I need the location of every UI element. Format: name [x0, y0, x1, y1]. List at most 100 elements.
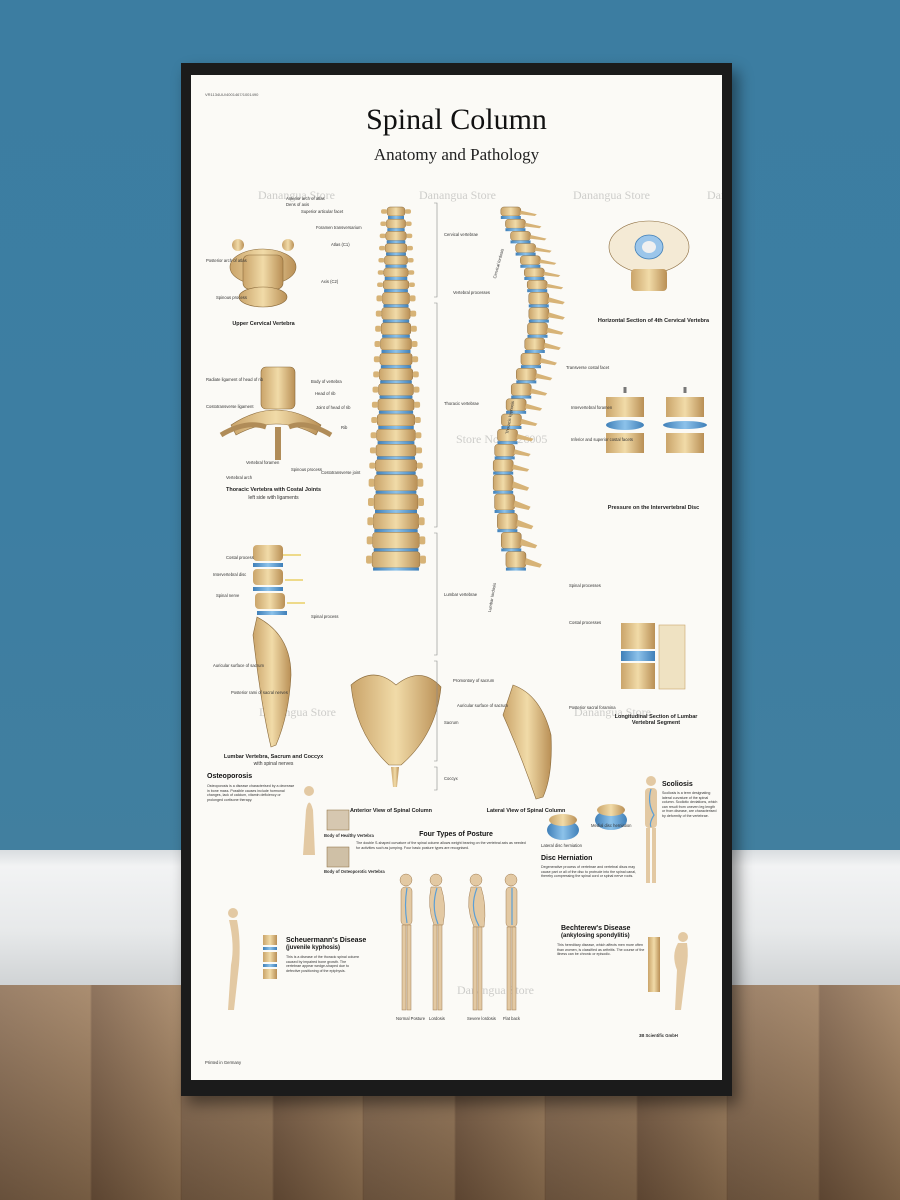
anatomy-label: Superior articular facet: [301, 209, 344, 214]
vertebra-shape: [375, 459, 417, 472]
spinous-process-shape: [530, 388, 548, 396]
bechterew-subtitle: (ankylosing spondylitis): [561, 933, 630, 939]
transverse-process-shape: [409, 295, 416, 302]
anatomy-label: Joint of head of rib: [316, 405, 351, 410]
region-brackets: [434, 202, 438, 791]
poster-subtitle: Anatomy and Pathology: [373, 145, 540, 164]
lateral-disc-shape: [528, 304, 549, 308]
publisher: 3B Scientific GmbH: [639, 1033, 678, 1038]
vertebra-shape: [371, 551, 421, 568]
lateral-vertebra-shape: [494, 493, 515, 511]
scoliosis-text: Scoliosis is a term designating lateral …: [662, 791, 718, 818]
osteoporosis-illustration: [303, 786, 350, 868]
vertebra-shape: [385, 231, 407, 241]
transverse-process-shape: [370, 432, 377, 439]
transverse-process-shape: [416, 462, 423, 469]
herniation-label: Lateral disc herniation: [541, 843, 582, 848]
lateral-vertebra-shape: [500, 532, 522, 549]
lateral-disc-shape: [527, 289, 548, 293]
transverse-process-shape: [415, 432, 422, 439]
transverse-process-shape: [368, 498, 374, 506]
lateral-vertebra-shape: [494, 444, 515, 457]
scheuermann-text: This is a disease of the thoracic spinal…: [286, 955, 360, 973]
transverse-process-shape: [410, 310, 417, 317]
vertebra-shape: [378, 383, 414, 396]
lateral-spinal-column: [492, 206, 565, 800]
anatomy-label: Posterior arch of atlas: [206, 258, 247, 263]
lateral-disc-shape: [511, 395, 532, 399]
transverse-process-shape: [376, 295, 383, 302]
watermark: Danangua Store: [574, 705, 651, 719]
transverse-process-shape: [368, 478, 375, 487]
lateral-vertebra-shape: [520, 352, 542, 366]
transverse-process-shape: [377, 282, 384, 287]
caption-lateral-view: Lateral View of Spinal Column: [486, 808, 566, 814]
posture-type-label: Flat back: [503, 1016, 520, 1021]
transverse-process-shape: [378, 258, 385, 263]
lateral-vertebra-shape: [505, 551, 527, 568]
anatomy-label: Foramen transversarium: [316, 225, 362, 230]
anatomy-label: Spinal process: [311, 614, 339, 619]
lateral-vertebra-shape: [516, 368, 537, 381]
transverse-process-shape: [408, 270, 415, 275]
intervertebral-disc-shape: [381, 350, 411, 353]
transverse-process-shape: [414, 401, 421, 408]
watermark: Danangua Store: [573, 188, 650, 202]
intervertebral-disc-shape: [376, 471, 416, 475]
vertebra-shape: [372, 532, 420, 549]
spinous-process-shape: [516, 519, 534, 530]
transverse-process-shape: [380, 221, 387, 226]
poster-code: VR1134UU/4001467/1001490: [205, 92, 259, 97]
anatomy-label: Radiate ligament of head of rib: [206, 377, 264, 382]
anatomy-label: Spinal nerve: [216, 593, 240, 598]
watermark: Danangua Store: [419, 188, 496, 202]
intervertebral-disc-shape: [386, 252, 406, 256]
anatomy-label: Dens of axis: [286, 202, 310, 207]
transverse-process-shape: [414, 417, 421, 423]
transverse-process-shape: [413, 386, 420, 393]
intervertebral-disc-shape: [374, 529, 418, 533]
transverse-process-shape: [405, 221, 412, 226]
anatomy-label: Anterior arch of atlas: [286, 196, 325, 201]
spinous-process-shape: [535, 373, 553, 381]
anatomy-label: Spinous process: [216, 295, 247, 300]
vertebra-shape: [375, 444, 417, 457]
lateral-vertebra-shape: [500, 206, 522, 217]
transverse-process-shape: [366, 536, 373, 545]
lateral-disc-shape: [516, 380, 537, 384]
anatomy-label: Costotransverse ligament: [206, 404, 254, 409]
caption-thoracic: Thoracic Vertebra with Costal Joints: [225, 487, 322, 493]
anatomy-label: Inferior and superior costal facets: [571, 437, 633, 442]
anatomy-label: Spinal processes: [569, 583, 601, 588]
anatomy-label: Atlas (C1): [331, 242, 350, 247]
scheuermann-title: Scheuermann's Disease: [286, 937, 367, 944]
intervertebral-disc-shape: [375, 490, 417, 494]
spinous-process-shape: [543, 342, 561, 350]
watermark: Danangua Store: [707, 188, 722, 202]
intervertebral-disc-shape: [378, 410, 414, 414]
anatomy-label: Axis (C2): [321, 279, 339, 284]
lateral-disc-shape: [500, 216, 521, 219]
lateral-disc-shape: [497, 529, 518, 533]
vertebra-shape: [377, 413, 415, 427]
osteoporosis-label: Body of Osteoporotic Vertebra: [324, 869, 385, 874]
lateral-disc-shape: [497, 441, 518, 445]
poster-title: Spinal Column: [366, 103, 547, 136]
lateral-disc-shape: [515, 252, 536, 256]
caption-disc-pressure: Pressure on the Intervertebral Disc: [607, 505, 700, 511]
caption-upper-cervical: Upper Cervical Vertebra: [232, 321, 295, 327]
lateral-disc-shape: [494, 456, 515, 460]
caption-thoracic-sub: left side with ligaments: [248, 495, 299, 501]
lateral-vertebra-shape: [510, 383, 532, 396]
spinous-process-shape: [546, 327, 564, 335]
scheuermann-illustration: [228, 908, 277, 1010]
watermark: Danangua Store: [258, 188, 335, 202]
scheuermann-subtitle: (juvenile kyphosis): [286, 945, 341, 951]
transverse-process-shape: [373, 371, 380, 378]
region-label: Thoracic vertebrae: [444, 401, 479, 406]
intervertebral-disc-shape: [384, 289, 408, 293]
bechterew-title: Bechterew's Disease: [561, 925, 631, 932]
vertebra-shape: [383, 267, 409, 278]
transverse-process-shape: [371, 401, 378, 408]
spinous-process-shape: [512, 464, 530, 472]
